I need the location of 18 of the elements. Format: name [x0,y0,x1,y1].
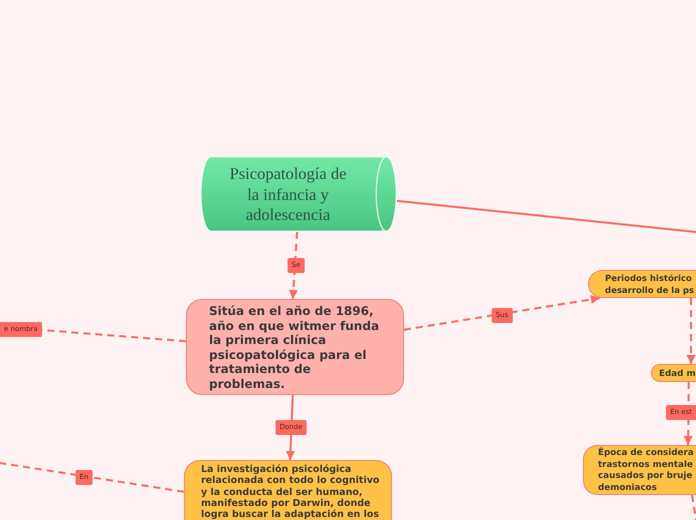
connector-line [396,200,696,233]
topic-box [583,445,696,495]
topic-text: Sitúa en el año de 1896, año en que witmer funda la primera clínica psicopatológica para el tratamiento de problemas. [209,304,380,392]
topic-text: La investigación psicológica relacionada con todo lo cognitivo y la conducta del ser humano, manifestado por Darwin, donde logra buscar la adaptación en los [201,464,380,520]
topic-text: Edad m [659,368,696,380]
topic-text: Periodos histórico desarrollo de la ps [605,273,696,297]
arrow [686,298,696,364]
topic-text: Época de considera trastornos mentale causados por bruje demoniacos [598,448,695,494]
arrow [404,295,600,331]
topic-box [588,270,696,298]
topic-box [186,299,404,395]
connector-line [691,494,696,520]
topic-box [184,460,392,520]
connector-line [0,462,184,493]
topic-box [651,364,696,382]
arrow [288,232,298,300]
topic-text: Psicopatología de la infancia y adolescencia [228,164,348,226]
cylinder-node [201,156,397,232]
